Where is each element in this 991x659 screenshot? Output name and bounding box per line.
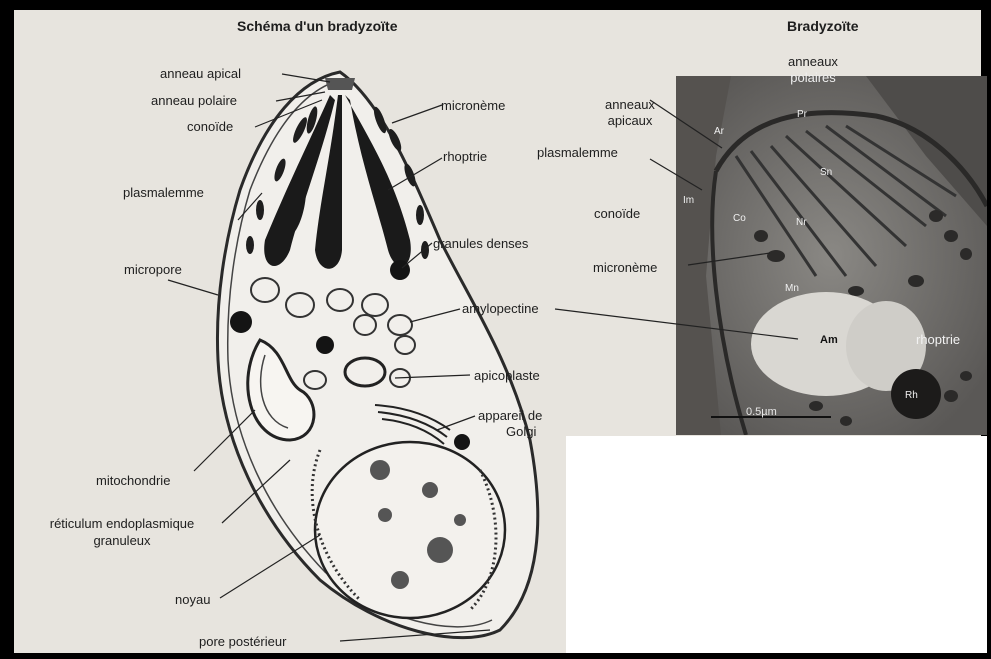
- em-label-rhoptrie: rhoptrie: [916, 332, 960, 347]
- label-micropore: micropore: [124, 262, 182, 277]
- em-label-anneaux-polaires-2: polaires: [778, 70, 848, 85]
- em-label-microneme: micronème: [593, 260, 657, 275]
- micrograph-title: Bradyzoïte: [787, 19, 859, 34]
- label-rhoptrie: rhoptrie: [443, 149, 487, 164]
- em-label-co: Co: [733, 211, 746, 226]
- em-label-nr: Nr: [796, 215, 807, 230]
- em-label-pr: Pr: [797, 107, 807, 122]
- label-golgi-line1: appareil de: [478, 408, 542, 423]
- label-conoide: conoïde: [187, 119, 233, 134]
- em-label-am: Am: [820, 333, 838, 348]
- label-apicoplaste: apicoplaste: [474, 368, 540, 383]
- em-label-anneaux-apicaux-2: apicaux: [600, 113, 660, 128]
- label-golgi-line2: Golgi: [506, 424, 536, 439]
- em-label-ar: Ar: [714, 124, 724, 139]
- em-scale-label: 0.5µm: [746, 405, 777, 420]
- label-amylopectine: amylopectine: [462, 301, 539, 316]
- label-granules-denses: granules denses: [433, 236, 528, 251]
- label-pore-posterieur: pore postérieur: [199, 634, 286, 649]
- em-label-im: Im: [683, 193, 694, 208]
- em-label-conoide: conoïde: [594, 206, 640, 221]
- label-mitochondrie: mitochondrie: [96, 473, 170, 488]
- label-anneau-apical: anneau apical: [160, 66, 241, 81]
- em-label-sn: Sn: [820, 165, 832, 180]
- label-reticulum-line2: granuleux: [17, 533, 227, 548]
- label-anneau-polaire: anneau polaire: [151, 93, 237, 108]
- schema-title: Schéma d'un bradyzoïte: [237, 19, 397, 34]
- em-label-rh: Rh: [905, 388, 918, 403]
- em-label-plasmalemme: plasmalemme: [537, 145, 618, 160]
- label-reticulum-line1: réticulum endoplasmique: [17, 516, 227, 531]
- label-microneme: micronème: [441, 98, 505, 113]
- em-label-anneaux-polaires-1: anneaux: [778, 54, 848, 69]
- em-label-mn: Mn: [785, 281, 799, 296]
- label-noyau: noyau: [175, 592, 210, 607]
- em-label-anneaux-apicaux-1: anneaux: [600, 97, 660, 112]
- label-plasmalemme: plasmalemme: [123, 185, 204, 200]
